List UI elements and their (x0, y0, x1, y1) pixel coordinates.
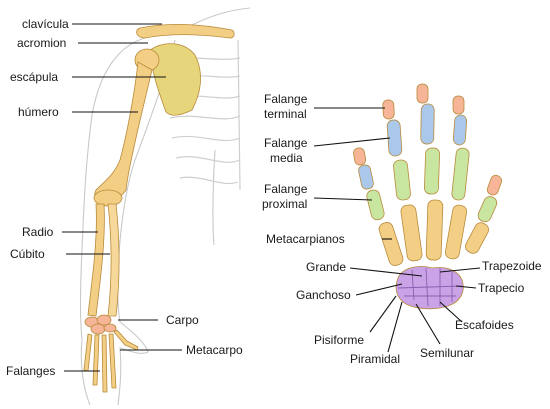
leader-piramidal (387, 301, 403, 353)
sternum-line (237, 39, 241, 191)
arm-carpal-group (84, 314, 117, 335)
thumb-terminal (486, 174, 503, 196)
ulna-bone (107, 203, 120, 317)
label-semilunar: Semilunar (420, 346, 474, 360)
scapula-bone (149, 43, 201, 116)
label-falange-proximal-1: Falange (264, 182, 308, 196)
carpal-divisions (397, 267, 463, 307)
rib-6 (175, 156, 241, 163)
humerus-bone (94, 61, 153, 205)
arm-hand-bones (83, 329, 139, 393)
thumb-metacarpal (465, 222, 489, 254)
ring-media (420, 103, 435, 145)
ring-terminal (416, 83, 429, 104)
arm-finger-1 (83, 333, 93, 372)
label-piramidal: Piramidal (350, 352, 400, 366)
arm-finger-3 (101, 334, 108, 393)
label-ganchoso: Ganchoso (296, 288, 351, 302)
label-metacarpianos: Metacarpianos (266, 232, 345, 246)
arm-finger-2 (92, 334, 100, 386)
label-trapecio: Trapecio (478, 281, 525, 295)
label-metacarpo: Metacarpo (186, 343, 243, 357)
label-humero: húmero (18, 105, 59, 119)
ring-proximal (424, 147, 440, 195)
label-falange-proximal-2: proximal (262, 197, 307, 211)
label-escafoides: Escafoides (455, 318, 514, 332)
arm-carpal-4 (103, 323, 117, 333)
leader-falange-media (313, 137, 391, 147)
label-falange-media-2: media (270, 151, 303, 165)
arm-carpal-2 (96, 314, 112, 326)
ring-metacarpal (425, 199, 444, 261)
rib-7 (179, 176, 239, 184)
index-proximal (366, 189, 385, 221)
label-escapula: escápula (10, 70, 58, 84)
label-falange-terminal-2: terminal (264, 107, 307, 121)
arm-thumb (113, 329, 139, 351)
arm-illustration: clavícula acromion escápula húmero Radio… (6, 7, 251, 406)
label-falanges: Falanges (6, 364, 55, 378)
middle-proximal (393, 159, 411, 201)
leader-pisiforme (369, 295, 397, 333)
label-falange-terminal-1: Falange (264, 92, 308, 106)
label-grande: Grande (306, 260, 346, 274)
thumb-proximal (477, 196, 498, 223)
index-terminal (353, 147, 367, 166)
radius-bone (87, 203, 105, 317)
finger-ring-bones (416, 83, 444, 261)
arm-finger-4 (108, 333, 117, 389)
rib-4 (169, 115, 241, 120)
label-radio: Radio (22, 225, 54, 239)
leader-grande (349, 267, 423, 277)
finger-little-bones (444, 95, 470, 260)
clavicle-bone (136, 23, 235, 39)
carpal-bones (395, 266, 464, 310)
little-proximal (451, 147, 470, 201)
label-cubito: Cúbito (10, 247, 45, 261)
little-media (452, 114, 468, 146)
little-metacarpal (444, 204, 468, 260)
hand-illustration: Falange terminal Falange media Falange p… (262, 83, 542, 366)
leader-trapezoide (439, 267, 481, 273)
leader-escafoides (439, 301, 463, 323)
arm-carpal-3 (90, 323, 106, 335)
leader-trapecio (455, 285, 477, 289)
torso-side-outline (212, 149, 216, 246)
label-trapezoide: Trapezoide (482, 259, 542, 273)
index-media (358, 164, 374, 190)
little-terminal (452, 95, 465, 115)
leader-semilunar (415, 303, 441, 345)
leader-falange-proximal (313, 197, 373, 201)
middle-metacarpal (400, 204, 423, 262)
finger-middle-bones (382, 99, 423, 262)
label-pisiforme: Pisiforme (314, 333, 364, 347)
leader-ganchoso (355, 283, 403, 296)
arm-skin-outline-inner (117, 39, 176, 406)
label-clavicula: clavícula (22, 17, 69, 31)
thumb-bones (465, 174, 503, 254)
label-falange-media-1: Falange (264, 136, 308, 150)
rib-5 (171, 135, 241, 142)
label-acromion: acromion (17, 36, 66, 50)
finger-index-bones (353, 147, 404, 266)
middle-terminal (382, 99, 395, 120)
index-metacarpal (378, 222, 404, 266)
label-carpo: Carpo (166, 313, 199, 327)
